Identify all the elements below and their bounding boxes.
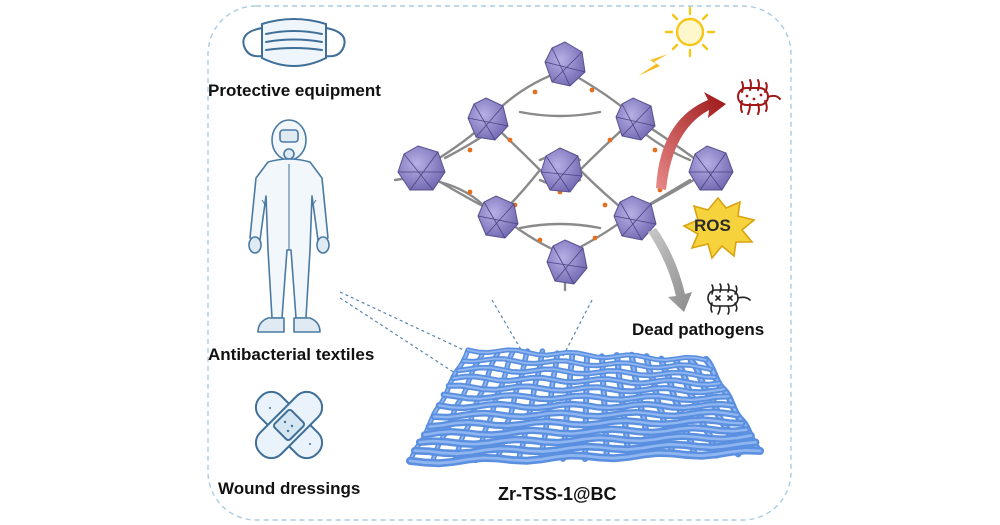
bandage-icon xyxy=(254,390,324,460)
cluster-center xyxy=(540,147,583,193)
fabric-weft-strand-highlight xyxy=(418,434,753,446)
dead-arrow xyxy=(648,228,692,312)
protective-suit-icon xyxy=(248,119,330,333)
fabric-weft-strand-highlight xyxy=(413,440,757,455)
mof-framework xyxy=(393,41,734,292)
dashed-frame xyxy=(207,5,792,521)
fabric-weft-strand-highlight xyxy=(442,393,730,402)
fabric-weft-strand-highlight xyxy=(408,448,762,465)
bacteria-icon xyxy=(737,79,781,115)
cluster-facets xyxy=(398,47,733,285)
fabric-weft-strand-highlight xyxy=(457,366,716,379)
label-ros: ROS xyxy=(694,216,731,235)
fabric-weft-strand-highlight xyxy=(437,402,735,410)
face-mask-icon xyxy=(242,18,346,67)
fabric-weft-strand-highlight xyxy=(447,384,726,394)
cluster-lower-right xyxy=(613,195,657,241)
cluster-bottom xyxy=(546,239,588,285)
light-arrow xyxy=(656,92,726,190)
label-material-name: Zr-TSS-1@BC xyxy=(498,484,617,504)
woven-fabric xyxy=(406,347,764,468)
fabric-weft-strand-highlight xyxy=(428,418,744,428)
dead-bacteria-icon xyxy=(707,283,751,315)
label-protective-equipment: Protective equipment xyxy=(208,81,381,100)
cluster-lower-left xyxy=(477,195,519,239)
fabric-weft-strand-highlight xyxy=(462,357,712,371)
label-antibacterial-textiles: Antibacterial textiles xyxy=(208,345,375,364)
label-dead-pathogens: Dead pathogens xyxy=(632,320,765,339)
cluster-top xyxy=(544,41,586,87)
cluster-upper-right xyxy=(615,97,656,141)
cluster-upper-left xyxy=(467,97,509,141)
fabric-weft-strand-highlight xyxy=(452,375,721,386)
fabric-weft-strand-highlight xyxy=(423,426,748,437)
zr-clusters xyxy=(397,41,734,285)
cluster-left xyxy=(397,145,446,191)
ros-burst-icon xyxy=(682,196,756,260)
fabric-weft-strand-highlight xyxy=(433,410,739,419)
cluster-right xyxy=(688,145,734,191)
mof-linkers xyxy=(393,43,712,292)
sun-icon xyxy=(664,6,716,58)
fabric-weft-strand-highlight xyxy=(467,349,707,361)
label-wound-dressings: Wound dressings xyxy=(218,479,361,498)
light-ray-icon xyxy=(638,54,668,76)
